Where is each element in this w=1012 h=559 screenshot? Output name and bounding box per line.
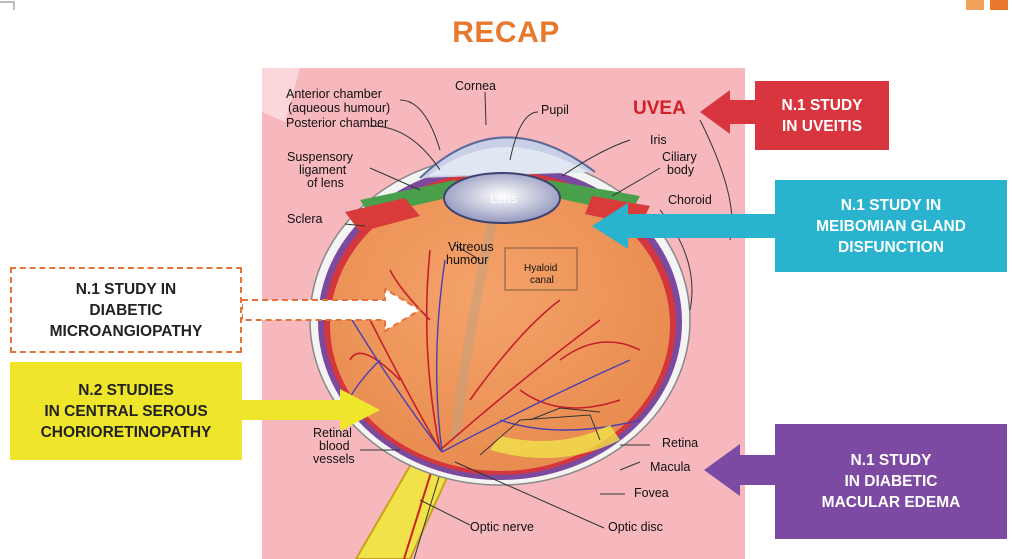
label-humour: humour	[446, 254, 488, 267]
label-sclera: Sclera	[287, 213, 322, 226]
callout-diabetic-micro: N.1 STUDY IN DIABETIC MICROANGIOPATHY	[10, 267, 242, 353]
label-of-lens: of lens	[307, 177, 344, 190]
label-fovea: Fovea	[634, 487, 669, 500]
label-anterior-chamber: Anterior chamber	[286, 88, 382, 101]
callout-uveitis: N.1 STUDY IN UVEITIS	[755, 81, 889, 150]
uvea-label: UVEA	[633, 98, 686, 120]
callout-central-serous: N.2 STUDIES IN CENTRAL SEROUS CHORIORETI…	[10, 362, 242, 460]
callout-meibomian-text: N.1 STUDY IN MEIBOMIAN GLAND DISFUNCTION	[816, 195, 966, 258]
label-iris: Iris	[650, 134, 667, 147]
callout-central-serous-text: N.2 STUDIES IN CENTRAL SEROUS CHORIORETI…	[41, 380, 212, 443]
label-retina: Retina	[662, 437, 698, 450]
label-pupil: Pupil	[541, 104, 569, 117]
label-cornea: Cornea	[455, 80, 496, 93]
callout-macular-edema: N.1 STUDY IN DIABETIC MACULAR EDEMA	[775, 424, 1007, 539]
label-body: body	[667, 164, 694, 177]
callout-diabetic-micro-text: N.1 STUDY IN DIABETIC MICROANGIOPATHY	[50, 279, 203, 342]
callout-meibomian: N.1 STUDY IN MEIBOMIAN GLAND DISFUNCTION	[775, 180, 1007, 272]
label-canal: canal	[530, 274, 554, 287]
label-posterior-chamber: Posterior chamber	[286, 117, 388, 130]
label-choroid: Choroid	[668, 194, 712, 207]
label-vessels: vessels	[313, 453, 355, 466]
label-optic-disc: Optic disc	[608, 521, 663, 534]
label-macula: Macula	[650, 461, 690, 474]
label-optic-nerve: Optic nerve	[470, 521, 534, 534]
callout-macular-edema-text: N.1 STUDY IN DIABETIC MACULAR EDEMA	[822, 450, 961, 513]
label-aqueous-humour: (aqueous humour)	[288, 102, 390, 115]
label-lens: Lens	[490, 193, 517, 206]
callout-uveitis-text: N.1 STUDY IN UVEITIS	[782, 95, 863, 137]
